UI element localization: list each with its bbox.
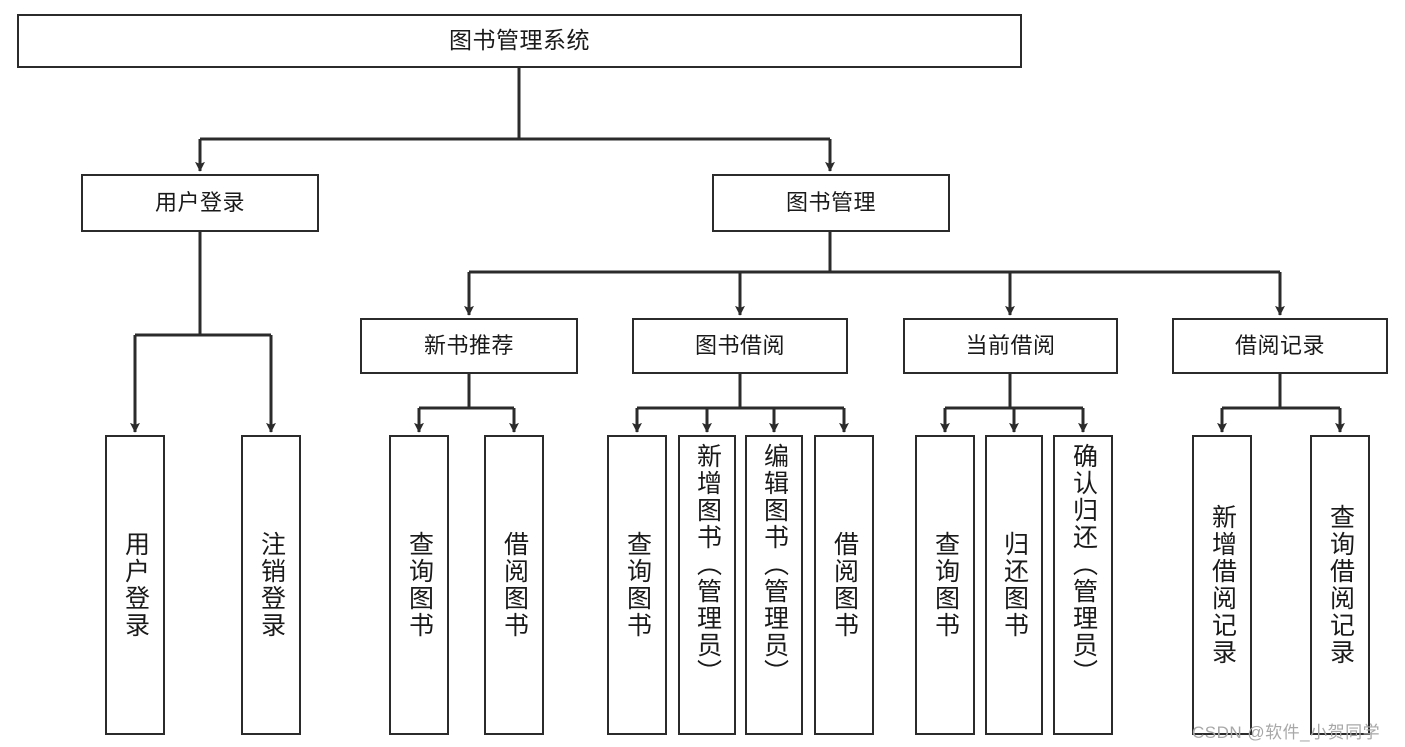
leaf-user-login[interactable]: 用户登录 [105,435,165,735]
leaf-query-book-2-label: 查询图书 [623,531,652,639]
node-user-login[interactable]: 用户登录 [81,174,319,232]
node-new-book-recommend-label: 新书推荐 [423,333,514,359]
leaf-query-book-3[interactable]: 查询图书 [915,435,975,735]
leaf-query-borrow-record-label: 查询借阅记录 [1326,504,1355,666]
leaf-query-book-3-label: 查询图书 [931,531,960,639]
leaf-add-book-admin[interactable]: 新增图书（管理员） [678,435,736,735]
node-book-manage[interactable]: 图书管理 [712,174,950,232]
node-book-borrow-label: 图书借阅 [694,333,785,359]
leaf-add-borrow-record-label: 新增借阅记录 [1208,504,1237,666]
node-user-login-label: 用户登录 [154,190,245,216]
leaf-query-borrow-record[interactable]: 查询借阅记录 [1310,435,1370,735]
leaf-query-book-2[interactable]: 查询图书 [607,435,667,735]
node-root-label: 图书管理系统 [449,27,590,54]
node-current-borrow-label: 当前借阅 [965,333,1056,359]
node-borrow-record[interactable]: 借阅记录 [1172,318,1388,374]
leaf-return-book[interactable]: 归还图书 [985,435,1043,735]
node-root[interactable]: 图书管理系统 [17,14,1022,68]
leaf-logout[interactable]: 注销登录 [241,435,301,735]
leaf-query-book-1[interactable]: 查询图书 [389,435,449,735]
leaf-logout-label: 注销登录 [257,531,286,639]
leaf-query-book-1-label: 查询图书 [405,531,434,639]
node-current-borrow[interactable]: 当前借阅 [903,318,1118,374]
leaf-add-borrow-record[interactable]: 新增借阅记录 [1192,435,1252,735]
csdn-watermark: CSDN @软件_小贺同学 [1192,723,1381,742]
leaf-borrow-book-1-label: 借阅图书 [500,531,529,639]
leaf-borrow-book-2[interactable]: 借阅图书 [814,435,874,735]
leaf-add-book-admin-label: 新增图书（管理员） [693,443,722,686]
leaf-edit-book-admin[interactable]: 编辑图书（管理员） [745,435,803,735]
node-borrow-record-label: 借阅记录 [1234,333,1325,359]
leaf-confirm-return-admin[interactable]: 确认归还（管理员） [1053,435,1113,735]
leaf-borrow-book-2-label: 借阅图书 [830,531,859,639]
node-new-book-recommend[interactable]: 新书推荐 [360,318,578,374]
node-book-manage-label: 图书管理 [785,190,876,216]
leaf-confirm-return-admin-label: 确认归还（管理员） [1069,443,1098,686]
leaf-borrow-book-1[interactable]: 借阅图书 [484,435,544,735]
leaf-edit-book-admin-label: 编辑图书（管理员） [760,443,789,686]
leaf-user-login-label: 用户登录 [121,531,150,639]
node-book-borrow[interactable]: 图书借阅 [632,318,848,374]
leaf-return-book-label: 归还图书 [1000,531,1029,639]
